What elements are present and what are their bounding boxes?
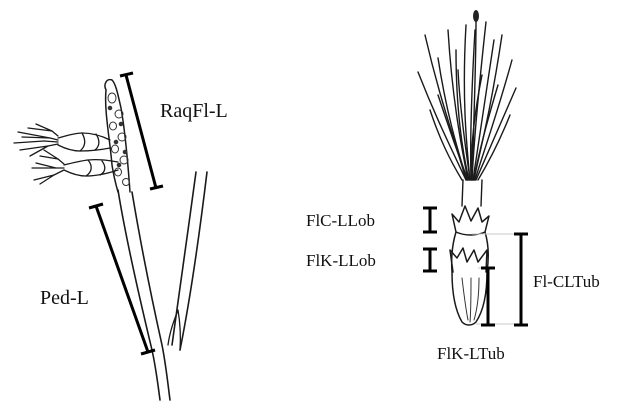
tube-veins (462, 278, 479, 322)
fl-cltub-measure-bar (514, 234, 528, 325)
flc-llob-measure-bar (423, 208, 437, 232)
flower-neck (462, 180, 482, 206)
ped-l-measure-bar (89, 204, 155, 354)
corolla-lobes (452, 206, 489, 235)
peduncle-stalk (118, 190, 170, 400)
pappus-bristles (418, 22, 516, 180)
raqfl-l-measure-bar (120, 73, 163, 189)
flc-llob-label: FlC-LLob (306, 211, 375, 230)
flk-ltub-label: FlK-LTub (437, 344, 505, 363)
left-inflorescence-drawing (14, 80, 207, 400)
flower-tube (452, 232, 489, 325)
flk-llob-measure-bar (423, 249, 437, 271)
right-flower-drawing (418, 10, 516, 325)
flk-llob-label: FlK-LLob (306, 251, 376, 270)
style-tip (473, 10, 479, 22)
flk-ltub-measure-bar (481, 268, 495, 325)
lower-flower (32, 150, 118, 184)
fl-cltub-label: Fl-CLTub (533, 272, 600, 291)
branch-stalk (172, 172, 207, 350)
raqfl-l-label: RaqFl-L (160, 100, 228, 122)
upper-flower (14, 124, 110, 156)
ped-l-label: Ped-L (40, 287, 89, 309)
